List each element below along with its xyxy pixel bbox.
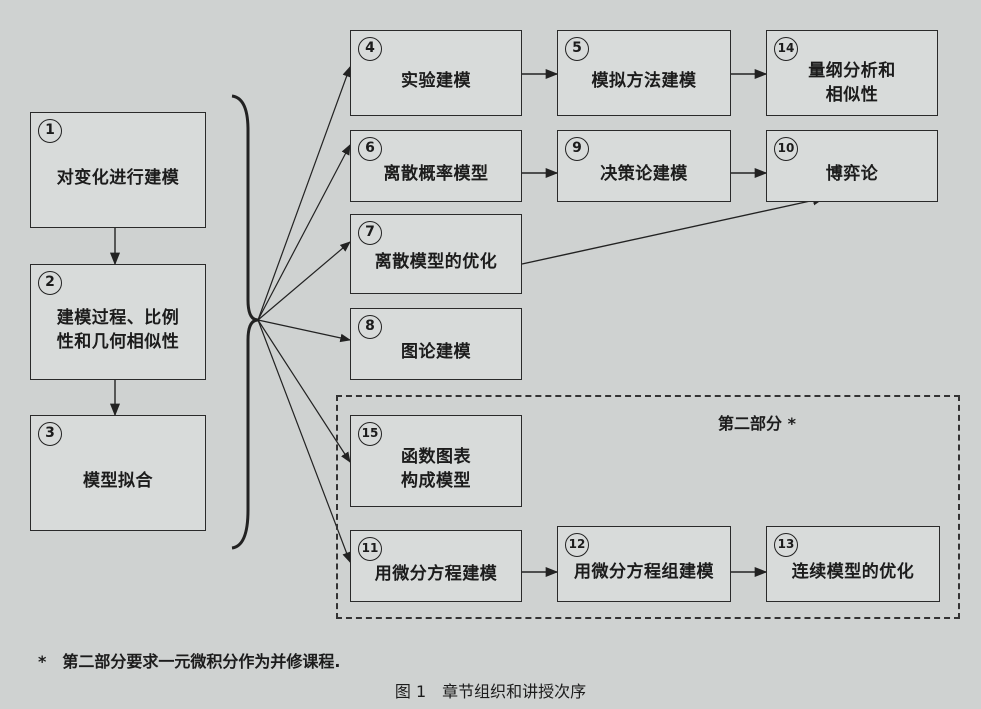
brace bbox=[231, 94, 259, 550]
box-7: 7 离散模型的优化 bbox=[350, 214, 522, 294]
box-label-9-line-1: 决策论建模 bbox=[600, 164, 688, 184]
box-11: 11 用微分方程建模 bbox=[350, 530, 522, 602]
step-number-1: 1 bbox=[38, 119, 62, 143]
box-4: 4 实验建模 bbox=[350, 30, 522, 116]
box-label-13-line-1: 连续模型的优化 bbox=[791, 562, 915, 582]
figure-caption: 图 1 章节组织和讲授次序 bbox=[394, 682, 587, 701]
box-label-6-line-1: 离散概率模型 bbox=[383, 164, 489, 184]
box-label-2-line-1: 建模过程、比例 bbox=[56, 308, 180, 328]
box-label-5-line-1: 模拟方法建模 bbox=[591, 71, 697, 91]
box-15: 15 函数图表构成模型 bbox=[350, 415, 522, 507]
box-label-3-line-1: 模型拟合 bbox=[83, 471, 153, 491]
step-number-9: 9 bbox=[565, 137, 589, 161]
step-number-15: 15 bbox=[358, 422, 382, 446]
step-number-7: 7 bbox=[358, 221, 382, 245]
box-3: 3 模型拟合 bbox=[30, 415, 206, 531]
step-number-8: 8 bbox=[358, 315, 382, 339]
box-8: 8 图论建模 bbox=[350, 308, 522, 380]
box-2: 2 建模过程、比例性和几何相似性 bbox=[30, 264, 206, 380]
fan-arrow-to-6 bbox=[257, 144, 351, 321]
box-label-1-line-1: 对变化进行建模 bbox=[56, 168, 180, 188]
step-number-4: 4 bbox=[358, 37, 382, 61]
step-number-6: 6 bbox=[358, 137, 382, 161]
box-13: 13 连续模型的优化 bbox=[766, 526, 940, 602]
box-10: 10 博弈论 bbox=[766, 130, 938, 202]
step-number-10: 10 bbox=[774, 137, 798, 161]
fan-arrow-to-11 bbox=[257, 319, 351, 564]
fan-arrow-to-4 bbox=[257, 65, 351, 321]
box-label-15-line-2: 构成模型 bbox=[401, 471, 471, 491]
arrow-7-to-10 bbox=[521, 195, 826, 265]
part2-label: 第二部分 * bbox=[718, 414, 796, 433]
box-label-14-line-1: 量纲分析和 bbox=[808, 61, 896, 81]
step-number-2: 2 bbox=[38, 271, 62, 295]
step-number-14: 14 bbox=[774, 37, 798, 61]
fan-arrow-to-8 bbox=[257, 319, 352, 343]
box-label-8-line-1: 图论建模 bbox=[401, 342, 471, 362]
box-label-11-line-1: 用微分方程建模 bbox=[374, 564, 498, 584]
box-label-7-line-1: 离散模型的优化 bbox=[374, 252, 498, 272]
step-number-13: 13 bbox=[774, 533, 798, 557]
box-label-10-line-1: 博弈论 bbox=[825, 164, 879, 184]
fan-arrow-to-15 bbox=[257, 319, 351, 463]
step-number-5: 5 bbox=[565, 37, 589, 61]
fan-arrow-to-7 bbox=[257, 241, 351, 321]
box-label-4-line-1: 实验建模 bbox=[401, 71, 471, 91]
step-number-3: 3 bbox=[38, 422, 62, 446]
box-14: 14 量纲分析和相似性 bbox=[766, 30, 938, 116]
box-12: 12 用微分方程组建模 bbox=[557, 526, 731, 602]
box-label-15-line-1: 函数图表 bbox=[401, 447, 471, 467]
box-label-2-line-2: 性和几何相似性 bbox=[56, 332, 180, 352]
box-9: 9 决策论建模 bbox=[557, 130, 731, 202]
step-number-11: 11 bbox=[358, 537, 382, 561]
step-number-12: 12 bbox=[565, 533, 589, 557]
box-1: 1 对变化进行建模 bbox=[30, 112, 206, 228]
box-label-12-line-1: 用微分方程组建模 bbox=[574, 562, 714, 582]
box-label-14-line-2: 相似性 bbox=[825, 85, 879, 105]
footnote: * 第二部分要求一元微积分作为并修课程. bbox=[38, 652, 341, 671]
part2-region bbox=[336, 395, 960, 619]
